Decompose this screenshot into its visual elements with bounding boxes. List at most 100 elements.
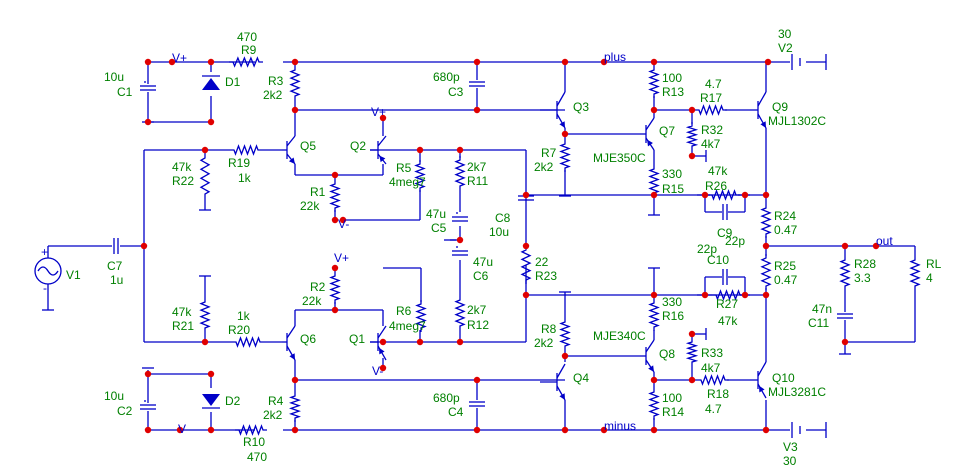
- rl-ref: RL: [926, 257, 942, 271]
- junction-dot: [701, 191, 709, 199]
- r5-resistor: [414, 160, 426, 192]
- junction-dot: [841, 338, 849, 346]
- c4-capacitor: [469, 401, 485, 407]
- resistor-body: [329, 180, 341, 212]
- r20-resistor: [232, 336, 264, 348]
- r24-ref: R24: [774, 209, 796, 223]
- resistor-body: [454, 296, 466, 330]
- junction-dot: [416, 338, 424, 346]
- junction-dot: [207, 58, 215, 66]
- r32-value: 4k7: [701, 137, 721, 151]
- c1-ref: C1: [117, 85, 133, 99]
- junction-dot: [331, 216, 339, 224]
- bjt-arrow: [289, 353, 295, 360]
- q7-ref: Q7: [659, 124, 675, 138]
- junction-dot: [841, 242, 849, 250]
- junction-dot: [688, 152, 696, 160]
- resistor-body: [199, 154, 211, 198]
- c5-value: 47u: [426, 207, 446, 221]
- q3-transistor: [556, 91, 566, 129]
- junction-dot: [176, 426, 184, 434]
- r33-ref: R33: [701, 346, 723, 360]
- resistor-body: [909, 256, 921, 290]
- resistor-body: [648, 66, 660, 98]
- r26-resistor: [708, 189, 740, 201]
- net-vminus-bottom: V-: [178, 422, 189, 436]
- r22-value: 47k: [172, 160, 192, 174]
- r17-resistor: [695, 104, 727, 116]
- bjt-collector: [286, 325, 296, 339]
- q9-ref: Q9: [772, 100, 788, 114]
- r4-resistor: [289, 392, 301, 422]
- junction-dot: [762, 191, 770, 199]
- wires: [47, 61, 916, 431]
- resistor-body: [289, 66, 301, 100]
- resistor-body: [414, 160, 426, 192]
- junction-dot: [650, 291, 658, 299]
- bjt-arrow: [559, 393, 565, 400]
- c6-value: 47u: [473, 255, 493, 269]
- r11-value: 2k7: [467, 160, 487, 174]
- q9-transistor: [757, 91, 767, 129]
- c1-value: 10u: [104, 70, 124, 84]
- junction-dot: [207, 118, 215, 126]
- junction-dot: [331, 171, 339, 179]
- junction-dot: [561, 352, 569, 360]
- bjt-collector: [377, 135, 387, 147]
- c8-value: 10u: [489, 225, 509, 239]
- junction-dot: [688, 106, 696, 114]
- r6-resistor: [415, 300, 427, 332]
- junction-dot: [473, 58, 481, 66]
- junction-dot: [291, 58, 299, 66]
- c9-value: 22p: [725, 234, 745, 248]
- junction-dot: [207, 370, 215, 378]
- bjt-collector: [377, 325, 387, 339]
- resistor-body: [230, 144, 262, 156]
- bjt-arrow: [758, 385, 765, 393]
- c2-capacitor: [140, 400, 156, 410]
- r3-value: 2k2: [263, 88, 283, 102]
- q6-ref: Q6: [300, 332, 316, 346]
- r28-value: 3.3: [854, 271, 871, 285]
- c7-value: 1u: [110, 273, 123, 287]
- r19-ref: R19: [228, 156, 250, 170]
- net-vminus-q1: V-: [372, 364, 383, 378]
- q8-part: MJE340C: [593, 329, 646, 343]
- junction-dot: [456, 146, 464, 154]
- r12-ref: R12: [467, 318, 489, 332]
- resistor-body: [199, 298, 211, 332]
- bjt-arrow: [647, 139, 653, 147]
- c11-value: 47n: [812, 302, 832, 316]
- v2-value: 30: [778, 27, 792, 41]
- r11-ref: R11: [467, 174, 488, 188]
- r8-ref: R8: [541, 322, 557, 336]
- resistor-body: [760, 254, 772, 290]
- q7-part: MJE350C: [593, 151, 646, 165]
- source-sine: [37, 266, 59, 276]
- bjt-collector: [286, 135, 296, 147]
- bjt-collector: [556, 363, 566, 379]
- r1-ref: R1: [310, 185, 326, 199]
- junction-dot: [291, 376, 299, 384]
- c7-ref: C7: [107, 259, 123, 273]
- r4-ref: R4: [268, 394, 284, 408]
- junction-dot: [291, 106, 299, 114]
- source-circle: [34, 257, 62, 285]
- net-vplus-r2: V+: [334, 251, 349, 265]
- r11-resistor: [454, 156, 466, 190]
- bjt-arrow: [378, 347, 385, 355]
- components: +-: [34, 54, 921, 438]
- junction-dot: [144, 58, 152, 66]
- junction-dot: [144, 370, 152, 378]
- r13-ref: R13: [662, 85, 684, 99]
- c11-ref: C11: [808, 316, 829, 330]
- junction-dot: [379, 114, 387, 122]
- resistor-body: [559, 318, 571, 350]
- q7-transistor: [645, 117, 655, 151]
- r26-ref: R26: [705, 179, 727, 193]
- r3-resistor: [289, 66, 301, 100]
- r3-ref: R3: [268, 74, 284, 88]
- junctions: [140, 58, 880, 434]
- r15-ref: R15: [662, 182, 684, 196]
- r4-value: 2k2: [263, 408, 283, 422]
